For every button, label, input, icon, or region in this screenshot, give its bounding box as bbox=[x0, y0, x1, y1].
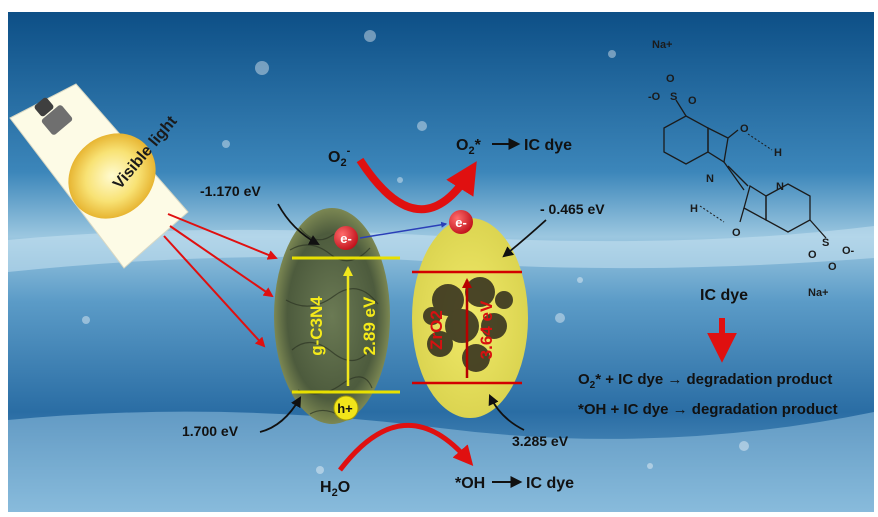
svg-text:S: S bbox=[822, 237, 829, 249]
zro2-electron: e- bbox=[449, 210, 473, 234]
degradation-equation-2: *OH + IC dye → degradation product bbox=[578, 401, 838, 418]
light-rays bbox=[163, 213, 278, 348]
svg-text:Na+: Na+ bbox=[652, 39, 673, 51]
svg-text:N: N bbox=[776, 181, 784, 193]
o2-product-label: O2* bbox=[456, 137, 482, 157]
gcn-ellipse bbox=[274, 208, 390, 424]
svg-text:e-: e- bbox=[455, 215, 467, 230]
o2-reduction-arrow bbox=[356, 157, 477, 213]
h2o-oxidation-arrow bbox=[338, 423, 474, 472]
water-bubbles bbox=[82, 30, 749, 474]
svg-text:O-: O- bbox=[842, 245, 855, 257]
gcn-cb-pointer bbox=[277, 203, 320, 246]
svg-text:N: N bbox=[706, 173, 714, 185]
svg-text:O: O bbox=[828, 261, 837, 273]
zro2-cb-potential: - 0.465 eV bbox=[540, 201, 605, 217]
svg-text:H: H bbox=[690, 203, 698, 215]
zro2-vb-pointer bbox=[488, 394, 525, 431]
gcn-cb-potential: -1.170 eV bbox=[200, 183, 261, 199]
gcn-particle: g-C3N4 2.89 eV bbox=[274, 208, 400, 424]
gcn-hole: h+ bbox=[333, 395, 359, 421]
svg-text:O: O bbox=[666, 73, 675, 85]
degradation-equation-1: O2* + IC dye → degradation product bbox=[578, 371, 832, 391]
hydrogen-bonds bbox=[699, 133, 773, 223]
oh-product-label: *OH bbox=[455, 475, 485, 492]
degradation-down-arrow bbox=[707, 318, 737, 363]
svg-text:O: O bbox=[688, 95, 697, 107]
svg-text:h+: h+ bbox=[337, 401, 353, 416]
zro2-cb-pointer bbox=[502, 219, 547, 258]
light-ray-arrow bbox=[163, 235, 266, 348]
gcn-vb-potential: 1.700 eV bbox=[182, 423, 239, 439]
degradation-heading: IC dye bbox=[700, 287, 748, 304]
zro2-vb-potential: 3.285 eV bbox=[512, 433, 569, 449]
gcn-electron: e- bbox=[334, 226, 358, 250]
svg-text:O: O bbox=[740, 123, 749, 135]
svg-text:e-: e- bbox=[340, 231, 352, 246]
svg-text:Na+: Na+ bbox=[808, 287, 829, 299]
zro2-particle: ZrO2 3.64 eV bbox=[412, 218, 528, 418]
zro2-bandgap-label: 3.64 eV bbox=[477, 300, 496, 359]
gcn-bandgap-label: 2.89 eV bbox=[360, 296, 379, 355]
light-bulb-icon bbox=[34, 97, 156, 219]
gcn-vb-pointer bbox=[259, 396, 302, 433]
svg-text:S: S bbox=[670, 91, 677, 103]
svg-text:O: O bbox=[808, 249, 817, 261]
gcn-label: g-C3N4 bbox=[307, 296, 326, 356]
light-ray-arrow bbox=[169, 225, 274, 298]
electron-transfer-arrow bbox=[359, 221, 448, 239]
h2o-reactant-label: H2O bbox=[320, 479, 350, 499]
light-ray-arrow bbox=[167, 213, 278, 260]
molecule-labels: Na+ O -O S O O H N N H O S O- O O Na+ bbox=[648, 39, 855, 299]
o2-target-label: IC dye bbox=[524, 137, 572, 154]
svg-text:H: H bbox=[774, 147, 782, 159]
zro2-texture bbox=[423, 277, 513, 372]
zro2-label: ZrO2 bbox=[427, 310, 446, 350]
oh-target-label: IC dye bbox=[526, 475, 574, 492]
svg-text:O: O bbox=[732, 227, 741, 239]
water-surface bbox=[8, 411, 874, 512]
ic-dye-molecule bbox=[663, 99, 827, 239]
svg-text:-O: -O bbox=[648, 91, 661, 103]
